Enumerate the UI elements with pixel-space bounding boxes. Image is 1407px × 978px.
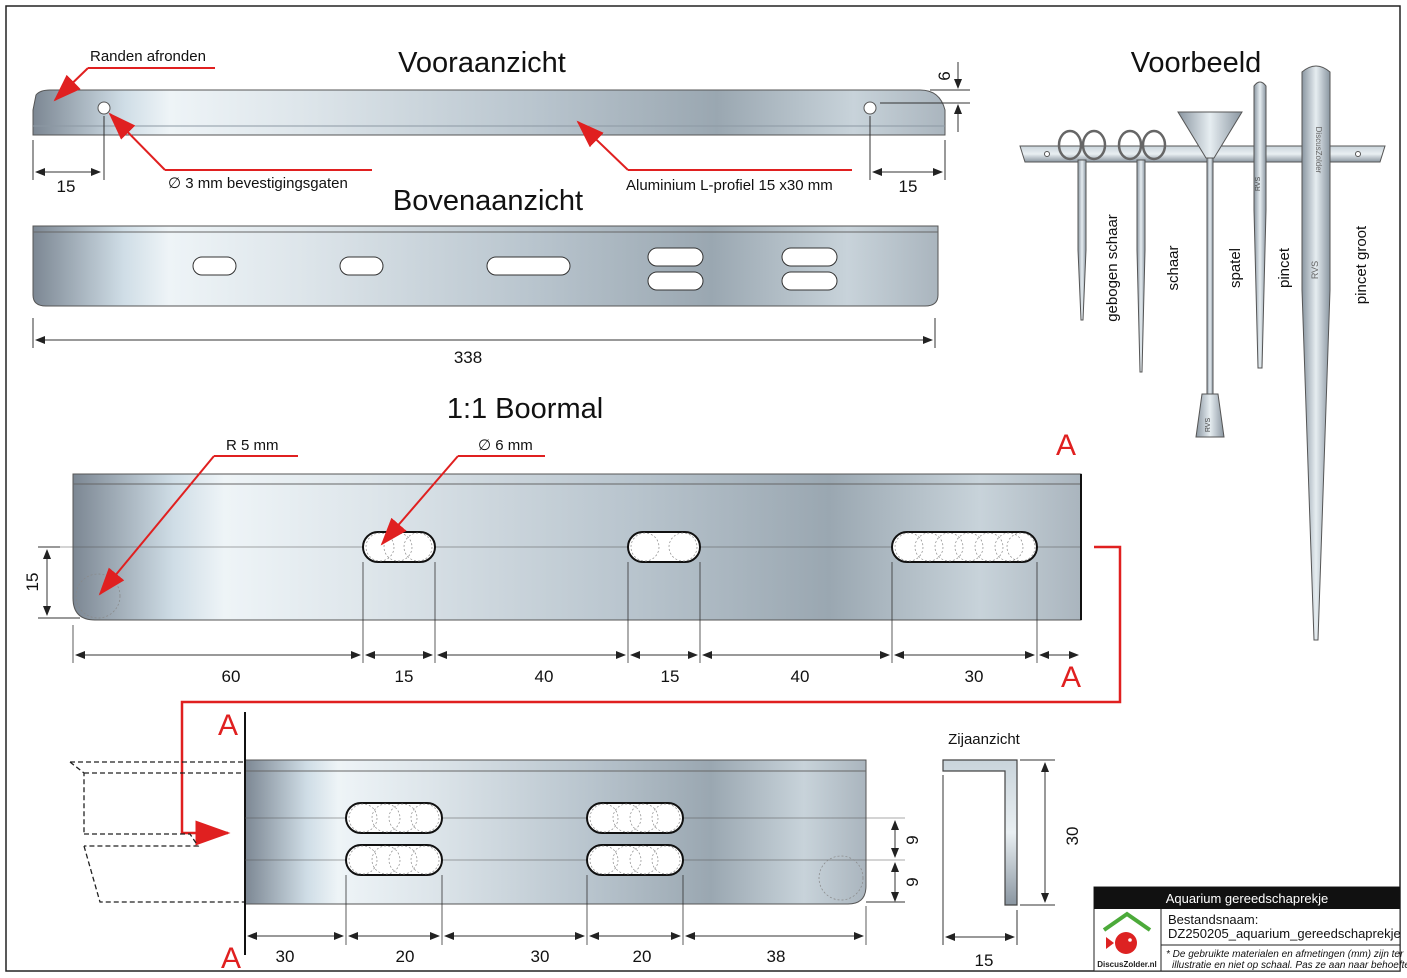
- titleblock-file-name: DZ250205_aquarium_gereedschaprekje: [1168, 926, 1401, 941]
- example-view: Voorbeeld RVS RVS: [1019, 47, 1386, 641]
- front-dim-height: 6: [935, 71, 954, 80]
- front-dim-left: 15: [57, 177, 76, 196]
- round-edges-label: Randen afronden: [90, 48, 206, 65]
- mount-hole-left: [97, 101, 111, 115]
- sheet-border: [5, 5, 1401, 972]
- radius-label: R 5 mm: [226, 437, 279, 454]
- titleblock-note-1: * De gebruikte materialen en afmetingen …: [1166, 949, 1404, 960]
- section-mark-a-bottom-right: A: [1061, 661, 1081, 694]
- titleblock-file-label: Bestandsnaam:: [1168, 912, 1258, 927]
- top-slot-3: [486, 256, 571, 276]
- drill-template-part1: 1:1 Boormal R 5 mm ∅ 6 mm 15: [23, 393, 1082, 694]
- tool-label-curved-scissors: gebogen schaar: [1104, 214, 1121, 322]
- template-title: 1:1 Boormal: [447, 393, 603, 425]
- side-view-title: Zijaanzicht: [948, 731, 1021, 748]
- top-view-title: Bovenaanzicht: [393, 185, 583, 217]
- top-slot-4a: [647, 247, 704, 267]
- template2-slot-2b: [586, 844, 684, 876]
- total-length-dim: 338: [454, 348, 482, 367]
- top-slot-1: [192, 256, 237, 276]
- side-view: Zijaanzicht 30 15: [942, 731, 1082, 970]
- example-title: Voorbeeld: [1131, 47, 1262, 79]
- front-view-title: Vooraanzicht: [398, 47, 566, 79]
- top-view: Bovenaanzicht 338: [32, 185, 939, 367]
- tpl-dim-5: 40: [791, 667, 810, 686]
- template-slot-1: [362, 531, 436, 563]
- drill-template-part2: 9 9 30 20 30 20 38 A A: [69, 709, 922, 975]
- hole-diameter-label: ∅ 6 mm: [478, 437, 533, 454]
- front-dim-right: 15: [899, 177, 918, 196]
- top-slot-2: [339, 256, 384, 276]
- top-slot-4b: [647, 271, 704, 291]
- template2-slot-1a: [345, 802, 443, 834]
- titleblock-title: Aquarium gereedschaprekje: [1166, 891, 1329, 906]
- template-slot-3: [891, 531, 1038, 563]
- tool-label-spatula: spatel: [1227, 248, 1244, 288]
- continuation-connector: [180, 545, 1122, 846]
- tpl2-dim-1: 30: [276, 947, 295, 966]
- top-slot-5b: [781, 271, 838, 291]
- profile-label: Aluminium L-profiel 15 x30 mm: [626, 177, 833, 194]
- spatula-rvs-mark: RVS: [1205, 418, 1212, 433]
- large-tweezers: DiscusZolder RVS: [1301, 65, 1331, 641]
- tool-label-large-tweezers: pincet groot: [1353, 225, 1370, 304]
- mount-hole-right: [863, 101, 877, 115]
- template-slot-2: [627, 531, 701, 563]
- tool-label-scissors: schaar: [1165, 245, 1182, 290]
- section-mark-a-bottom-left: A: [221, 942, 241, 975]
- discuszolder-logo: DiscusZolder.nl: [1097, 911, 1157, 969]
- template2-slot-1b: [345, 844, 443, 876]
- template-height-dim: 15: [23, 573, 42, 592]
- tpl2-dim-2: 20: [396, 947, 415, 966]
- tpl-dim-3: 40: [535, 667, 554, 686]
- front-view: Vooraanzicht Randen afronden ∅ 3 mm beve…: [32, 47, 970, 196]
- titleblock-note-2: illustratie en niet op schaal. Pas ze aa…: [1172, 960, 1407, 971]
- tweezers-rvs-mark: RVS: [1255, 177, 1262, 192]
- logo-text: DiscusZolder.nl: [1097, 960, 1157, 969]
- tpl-dim-2: 15: [395, 667, 414, 686]
- section-mark-a-top-left: A: [218, 709, 238, 742]
- tpl-dim-1: 60: [222, 667, 241, 686]
- template2-slot-2a: [586, 802, 684, 834]
- tpl2-vdim-1: 9: [903, 835, 922, 844]
- tpl-dim-6: 30: [965, 667, 984, 686]
- title-block: Aquarium gereedschaprekje Bestandsnaam: …: [1093, 886, 1407, 972]
- tpl2-dim-3: 30: [531, 947, 550, 966]
- mount-holes-label: ∅ 3 mm bevestigingsgaten: [168, 175, 348, 192]
- scissors: [1117, 129, 1167, 373]
- side-width-dim: 15: [975, 951, 994, 970]
- tpl2-dim-5: 38: [767, 947, 786, 966]
- top-slot-5a: [781, 247, 838, 267]
- side-height-dim: 30: [1063, 827, 1082, 846]
- curved-scissors: [1057, 129, 1107, 321]
- tweezers: RVS: [1253, 81, 1267, 369]
- tpl2-dim-4: 20: [633, 947, 652, 966]
- large-tweezers-rvs-mark: RVS: [1310, 261, 1320, 279]
- section-mark-a-top-right: A: [1056, 429, 1076, 462]
- tool-label-tweezers: pincet: [1276, 247, 1293, 288]
- tpl2-vdim-2: 9: [903, 877, 922, 886]
- spatula: RVS: [1177, 111, 1243, 438]
- large-tweezers-brand-mark: DiscusZolder: [1314, 127, 1323, 174]
- tpl-dim-4: 15: [661, 667, 680, 686]
